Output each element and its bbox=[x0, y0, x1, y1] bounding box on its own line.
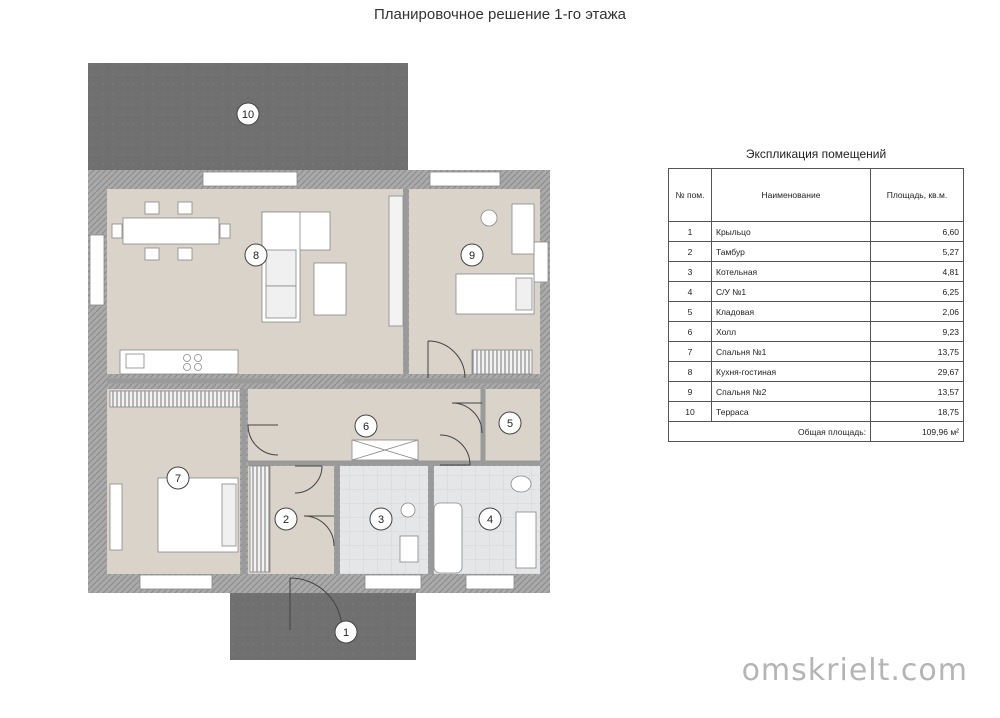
cell-num: 7 bbox=[668, 341, 712, 362]
bathtub bbox=[433, 502, 463, 574]
kitchen-counter bbox=[119, 349, 239, 375]
cell-name: Котельная bbox=[711, 261, 871, 282]
room-number-label: 10 bbox=[242, 109, 254, 121]
room-number-label: 2 bbox=[283, 514, 289, 526]
total-value: 109,96 м² bbox=[870, 421, 964, 442]
cell-name: Крыльцо bbox=[711, 221, 871, 242]
room-marker-circle bbox=[460, 243, 484, 267]
cell-num: 9 bbox=[668, 381, 712, 402]
cell-name: Спальня №1 bbox=[711, 341, 871, 362]
explication-title: Экспликация помещений bbox=[745, 147, 887, 161]
cell-name: Тамбур bbox=[711, 241, 871, 262]
room-marker-circle bbox=[166, 466, 190, 490]
cell-area: 18,75 bbox=[870, 401, 964, 422]
watermark: omskrielt.com bbox=[741, 653, 968, 688]
desk-room-9 bbox=[511, 203, 535, 255]
room-number-label: 5 bbox=[507, 418, 513, 430]
total-row: Общая площадь: 109,96 м² bbox=[668, 421, 964, 442]
cell-area: 6,60 bbox=[870, 221, 964, 242]
porch-1 bbox=[230, 590, 416, 660]
cell-area: 29,67 bbox=[870, 361, 964, 382]
room-number-label: 8 bbox=[253, 250, 259, 262]
cell-num: 3 bbox=[668, 261, 712, 282]
cell-name: Холл bbox=[711, 321, 871, 342]
total-label: Общая площадь: bbox=[668, 421, 871, 442]
table-header-row: № пом. Наименование Площадь, кв.м. bbox=[668, 168, 964, 222]
cell-num: 5 bbox=[668, 301, 712, 322]
sofa bbox=[261, 211, 331, 323]
room-marker-circle bbox=[244, 243, 268, 267]
cell-num: 1 bbox=[668, 221, 712, 242]
cell-name: Кладовая bbox=[711, 301, 871, 322]
cell-num: 2 bbox=[668, 241, 712, 262]
room-number-label: 9 bbox=[469, 250, 475, 262]
cell-area: 6,25 bbox=[870, 281, 964, 302]
room-number-label: 7 bbox=[175, 473, 181, 485]
bed-room-9 bbox=[455, 273, 535, 315]
cell-name: Кухня-гостиная bbox=[711, 361, 871, 382]
cell-name: Спальня №2 bbox=[711, 381, 871, 402]
toilet bbox=[510, 475, 532, 493]
dining-set bbox=[111, 201, 231, 261]
room-number-label: 3 bbox=[378, 514, 384, 526]
col-area-header: Площадь, кв.м. bbox=[870, 168, 964, 222]
cell-area: 5,27 bbox=[870, 241, 964, 262]
coffee-table bbox=[313, 262, 347, 316]
cell-num: 4 bbox=[668, 281, 712, 302]
washbasin bbox=[515, 511, 537, 569]
room-marker-circle bbox=[274, 507, 298, 531]
cell-area: 2,06 bbox=[870, 301, 964, 322]
col-num-header: № пом. bbox=[668, 168, 712, 222]
cell-num: 8 bbox=[668, 361, 712, 382]
plan-title: Планировочное решение 1-го этажа bbox=[374, 6, 626, 23]
room-number-label: 6 bbox=[363, 421, 369, 433]
room-number-label: 4 bbox=[487, 514, 493, 526]
room-marker-circle bbox=[236, 102, 260, 126]
cell-area: 13,57 bbox=[870, 381, 964, 402]
cell-num: 10 bbox=[668, 401, 712, 422]
cell-area: 9,23 bbox=[870, 321, 964, 342]
room-number-label: 1 bbox=[343, 627, 349, 639]
cell-name: Терраса bbox=[711, 401, 871, 422]
bed-room-7 bbox=[157, 477, 239, 553]
room-marker-circle bbox=[498, 411, 522, 435]
room-marker-circle bbox=[334, 620, 358, 644]
cell-area: 4,81 bbox=[870, 261, 964, 282]
cell-num: 6 bbox=[668, 321, 712, 342]
room-marker-circle bbox=[478, 507, 502, 531]
col-name-header: Наименование bbox=[711, 168, 871, 222]
floor-room-8 bbox=[107, 189, 403, 374]
cell-area: 13,75 bbox=[870, 341, 964, 362]
room-marker-circle bbox=[369, 507, 393, 531]
cell-name: С/У №1 bbox=[711, 281, 871, 302]
room-marker-circle bbox=[354, 414, 378, 438]
